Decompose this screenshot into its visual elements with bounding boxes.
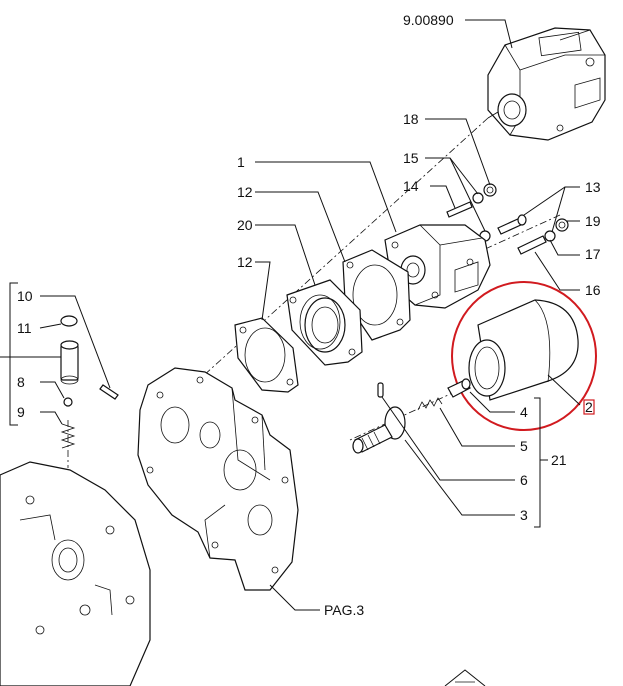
- leader-lines: [0, 19, 581, 611]
- label-15: 15: [403, 150, 419, 166]
- label-1: 1: [237, 154, 245, 170]
- part-11-o-ring: [60, 315, 78, 327]
- part-20-plate: [286, 279, 363, 366]
- callout-labels: 9.00890 18 15 1 14 13 12 20 19 17 12 16 …: [17, 12, 601, 618]
- transmission-housing: [137, 367, 299, 591]
- label-17: 17: [585, 246, 601, 262]
- part-piston-sleeve: [60, 340, 79, 385]
- label-6: 6: [520, 472, 528, 488]
- part-9-spring: [60, 423, 76, 449]
- axis-line-lower: [349, 384, 471, 441]
- highlight-box-part-2: [583, 399, 595, 415]
- label-19: 19: [585, 213, 601, 229]
- label-4: 4: [520, 404, 528, 420]
- label-16: 16: [585, 282, 601, 298]
- part-12-gasket-lower: [234, 317, 299, 393]
- hydraulic-pump-9-00890: [487, 27, 606, 141]
- part-19-washer: [555, 218, 569, 232]
- label-12-upper: 12: [237, 184, 253, 200]
- part-8-ball: [63, 397, 73, 407]
- logo-mark-partial: [444, 669, 486, 686]
- part-13-bolt: [497, 214, 527, 235]
- label-13: 13: [585, 179, 601, 195]
- label-9-00890: 9.00890: [403, 12, 454, 28]
- label-14: 14: [403, 178, 419, 194]
- label-pag-3: PAG.3: [324, 602, 364, 618]
- part-18-washer: [483, 183, 497, 197]
- part-6-pin: [377, 382, 384, 398]
- label-9: 9: [17, 404, 25, 420]
- label-21: 21: [551, 452, 567, 468]
- part-3-drive-shaft: [352, 406, 406, 454]
- bell-housing: [0, 461, 151, 686]
- label-20: 20: [237, 217, 253, 233]
- label-12-lower: 12: [237, 254, 253, 270]
- part-2-sleeve-cylinder: [468, 299, 579, 401]
- label-2: 2: [585, 399, 593, 415]
- label-5: 5: [520, 438, 528, 454]
- part-5-spring-valve: [417, 378, 471, 411]
- label-8: 8: [17, 374, 25, 390]
- part-15-o-rings: [472, 192, 556, 242]
- axis-line-main: [159, 117, 489, 416]
- label-3: 3: [520, 507, 528, 523]
- part-14-pin: [446, 201, 473, 218]
- label-11: 11: [17, 320, 32, 336]
- label-10: 10: [17, 288, 33, 304]
- highlight-circle: [451, 281, 597, 431]
- label-18: 18: [403, 111, 419, 127]
- part-10-pin: [99, 384, 119, 400]
- part-16-pin: [517, 235, 547, 255]
